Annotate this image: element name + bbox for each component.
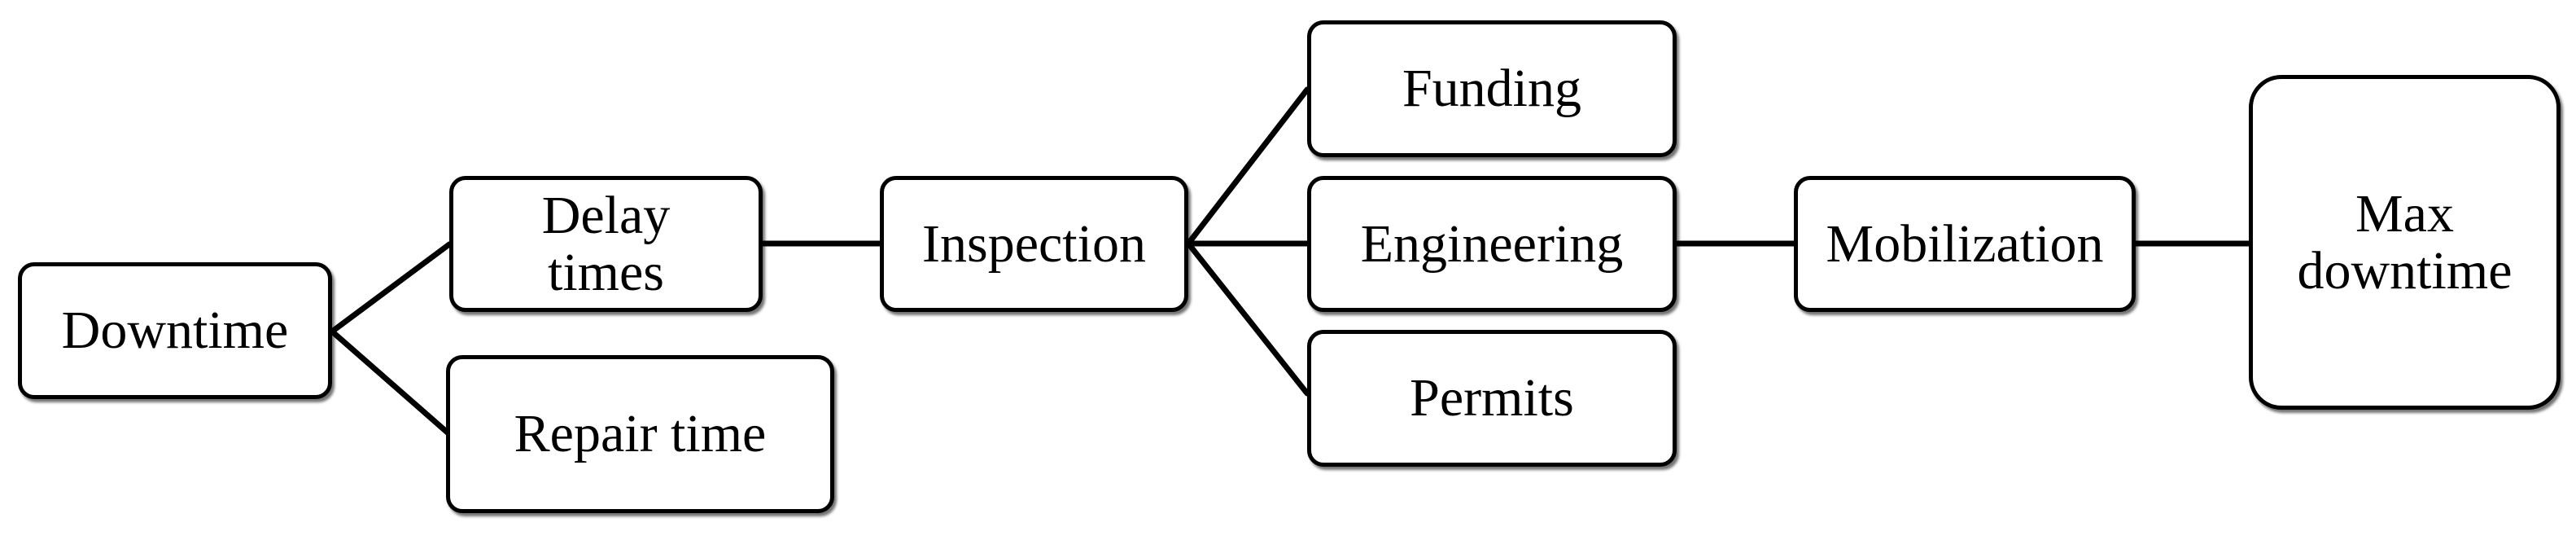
node-permits-label: Permits [1410, 368, 1574, 428]
node-inspection: Inspection [880, 176, 1188, 312]
node-mobilization-label: Mobilization [1826, 213, 2104, 274]
node-delay-times-line-2: times [548, 242, 664, 302]
connector-downtime-repair [329, 328, 453, 437]
node-delay-times-line-1: Delay [541, 185, 671, 245]
node-inspection-label: Inspection [922, 213, 1146, 274]
node-max-downtime: Max downtime [2249, 75, 2561, 410]
node-repair-time-label: Repair time [514, 404, 767, 463]
node-downtime-label: Downtime [61, 301, 289, 360]
node-funding-label: Funding [1402, 59, 1582, 118]
node-max-downtime-line-1: Max [2355, 183, 2454, 244]
node-downtime: Downtime [18, 262, 332, 399]
connector-inspection-permits [1185, 240, 1310, 397]
node-max-downtime-line-2: downtime [2297, 240, 2513, 301]
node-engineering-label: Engineering [1360, 213, 1624, 274]
node-engineering: Engineering [1307, 176, 1677, 312]
node-permits: Permits [1307, 330, 1677, 467]
connector-downtime-delay [329, 241, 453, 335]
node-repair-time: Repair time [446, 355, 834, 513]
node-delay-times: Delay times [449, 176, 763, 312]
node-mobilization: Mobilization [1794, 176, 2136, 312]
node-delay-times-label: Delay times [542, 187, 671, 301]
node-max-downtime-label: Max downtime [2297, 183, 2513, 301]
node-funding: Funding [1307, 20, 1677, 157]
connector-inspection-funding [1185, 86, 1310, 247]
